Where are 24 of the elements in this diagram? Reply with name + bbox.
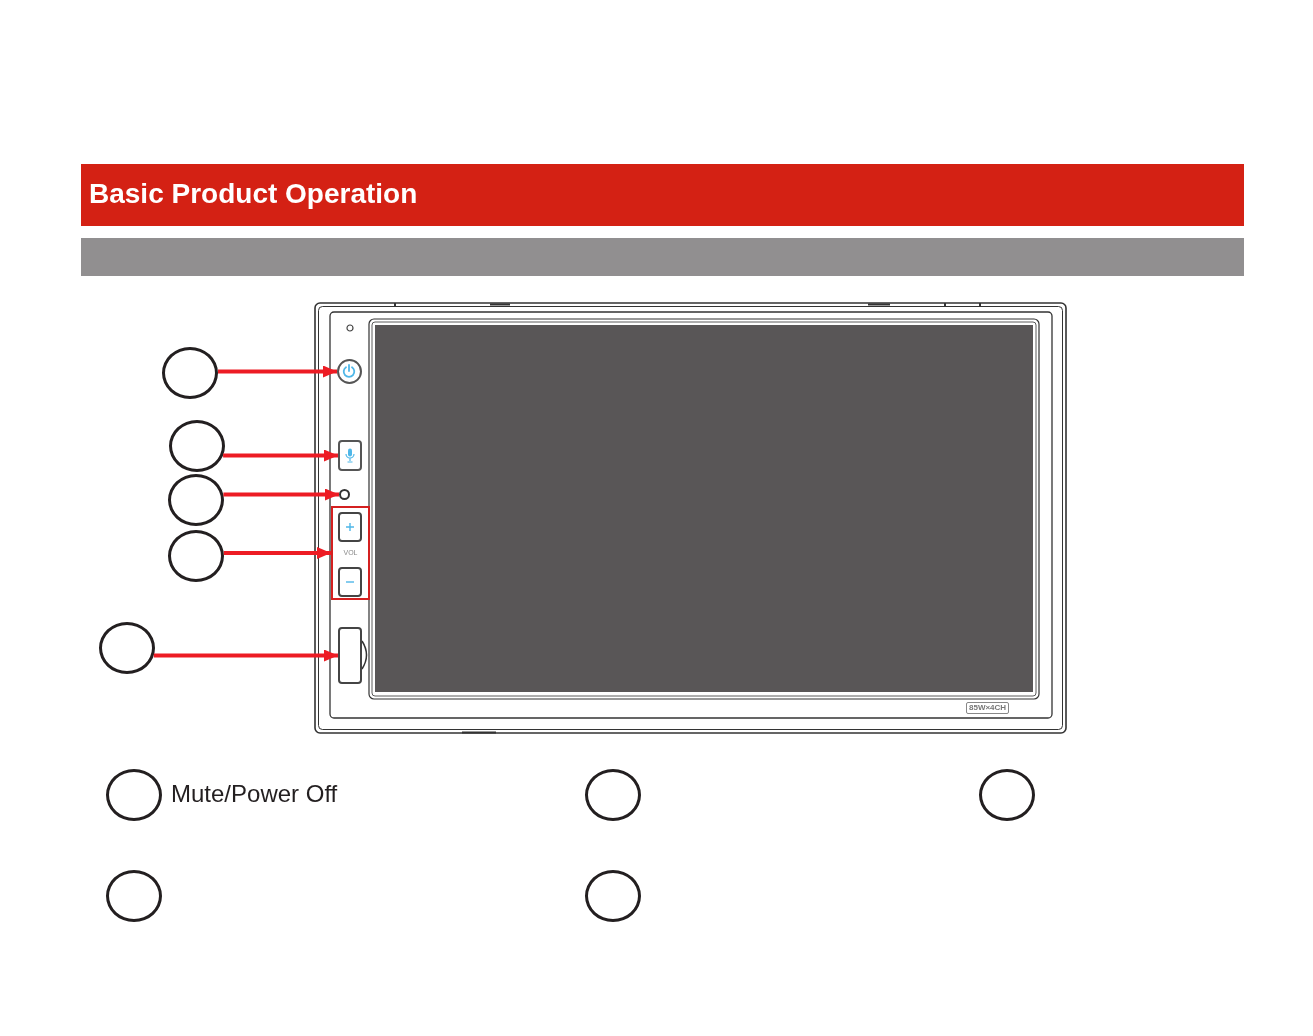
callout-circle <box>99 622 155 674</box>
callout-circle <box>585 870 641 922</box>
power-button <box>337 359 362 384</box>
callout-circle <box>162 347 218 399</box>
callout-circle <box>169 420 225 472</box>
callout-circle <box>168 474 224 526</box>
callout-circle <box>979 769 1035 821</box>
callout-circle <box>168 530 224 582</box>
page-title: Basic Product Operation <box>89 177 418 211</box>
callout-circle <box>106 870 162 922</box>
callout-circle <box>106 769 162 821</box>
pinhole <box>339 489 350 500</box>
arrow <box>153 649 338 662</box>
card-slot <box>338 627 362 684</box>
section-band <box>81 238 1244 276</box>
arrow <box>223 488 339 501</box>
microphone-button <box>338 440 362 471</box>
volume-key-group <box>331 506 370 600</box>
description-text: Mute/Power Off <box>171 780 338 808</box>
callout-circle <box>585 769 641 821</box>
arrow <box>223 449 338 462</box>
arrow <box>218 365 337 378</box>
power-rating: 85W×4CH <box>966 702 1010 714</box>
arrow <box>223 547 331 559</box>
